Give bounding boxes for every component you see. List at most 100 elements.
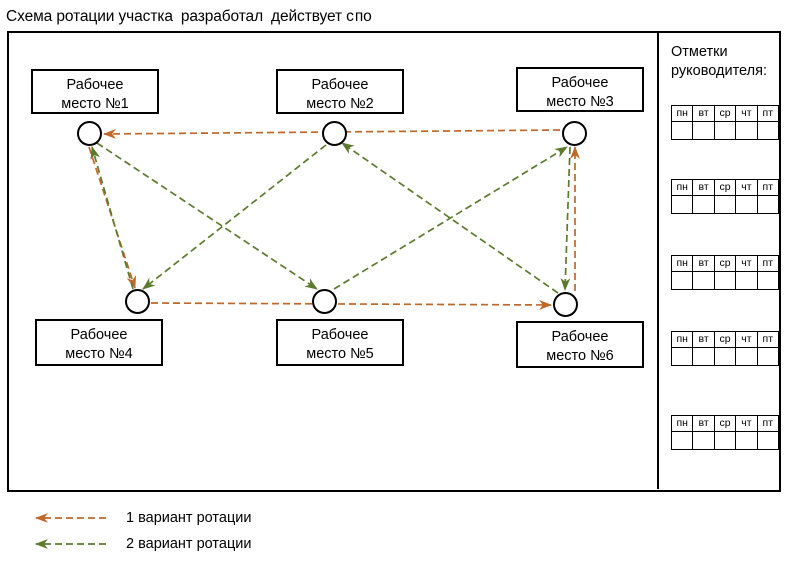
weekday-mon: пн [670,179,694,196]
entry-cell-wed[interactable] [713,121,737,140]
edge-wp4-wp6 [150,300,553,310]
variant1-edges [88,128,580,310]
edge-wp4-wp1 [90,146,134,290]
developed-by-label: разработал [180,8,264,25]
legend: 1 вариант ротации 2 вариант ротации [30,508,430,560]
entry-cell-tue[interactable] [692,271,715,290]
weekday-mon: пн [670,331,694,348]
entry-cell-fri[interactable] [756,431,780,450]
entry-cell-tue[interactable] [692,121,715,140]
weekday-thu: чт [735,331,758,348]
entry-cell-fri[interactable] [756,195,780,214]
weekday-thu: чт [735,179,758,196]
entry-cell-mon[interactable] [670,195,694,214]
table-header-row: пн вт ср чт пт [670,415,780,432]
supervisor-week-table-4[interactable]: пн вт ср чт пт [670,331,780,366]
workplace-2-label-line1: Рабочее [311,77,369,93]
supervisor-week-table-2[interactable]: пн вт ср чт пт [670,179,780,214]
legend-label-variant-1: 1 вариант ротации [126,510,252,526]
workplace-1-label-line2: место №1 [61,96,129,112]
workplace-box-4[interactable]: Рабочее место №4 [35,319,163,366]
entry-cell-mon[interactable] [670,347,694,366]
weekday-thu: чт [735,255,758,272]
workplace-box-5[interactable]: Рабочее место №5 [276,319,404,366]
entry-cell-mon[interactable] [670,431,694,450]
weekday-mon: пн [670,105,694,122]
entry-cell-tue[interactable] [692,195,715,214]
weekday-tue: вт [692,415,715,432]
entry-cell-thu[interactable] [735,195,758,214]
entry-cell-thu[interactable] [735,347,758,366]
entry-cell-fri[interactable] [756,347,780,366]
table-entry-row[interactable] [670,347,780,366]
entry-cell-fri[interactable] [756,271,780,290]
workplace-6-label-line1: Рабочее [551,329,609,345]
table-entry-row[interactable] [670,121,780,140]
node-circle-6[interactable] [553,292,578,317]
node-circle-1[interactable] [77,121,102,146]
entry-cell-mon[interactable] [670,121,694,140]
node-circle-5[interactable] [312,289,337,314]
weekday-fri: пт [756,105,780,122]
table-header-row: пн вт ср чт пт [670,105,780,122]
workplace-1-label-line1: Рабочее [66,77,124,93]
edge-wp2-wp4 [142,144,327,290]
entry-cell-wed[interactable] [713,271,737,290]
entry-cell-wed[interactable] [713,347,737,366]
workplace-4-label-line2: место №4 [65,346,133,362]
entry-cell-tue[interactable] [692,347,715,366]
node-circle-4[interactable] [125,289,150,314]
entry-cell-thu[interactable] [735,431,758,450]
node-circle-3[interactable] [562,121,587,146]
weekday-tue: вт [692,179,715,196]
node-circle-2[interactable] [322,121,347,146]
table-entry-row[interactable] [670,271,780,290]
weekday-fri: пт [756,331,780,348]
variant2-edges [90,142,571,294]
valid-from-label: действует с [271,8,354,25]
weekday-tue: вт [692,255,715,272]
workplace-box-1[interactable]: Рабочее место №1 [31,69,159,114]
edge-wp6-wp2 [341,142,559,294]
entry-cell-wed[interactable] [713,195,737,214]
workplace-box-3[interactable]: Рабочее место №3 [516,67,644,112]
legend-row-variant-2: 2 вариант ротации [30,534,430,560]
workplace-5-label-line2: место №5 [306,346,374,362]
notes-title-line1: Отметки [671,44,728,60]
weekday-fri: пт [756,179,780,196]
weekday-wed: ср [713,331,737,348]
table-header-row: пн вт ср чт пт [670,255,780,272]
edge-wp5-wp3 [333,146,568,290]
workplace-4-label-line1: Рабочее [70,327,128,343]
weekday-fri: пт [756,255,780,272]
weekday-mon: пн [670,255,694,272]
entry-cell-thu[interactable] [735,121,758,140]
entry-cell-wed[interactable] [713,431,737,450]
legend-arrow-variant-2-icon [34,539,106,549]
legend-label-variant-2: 2 вариант ротации [126,536,252,552]
workplace-box-2[interactable]: Рабочее место №2 [276,69,404,114]
entry-cell-thu[interactable] [735,271,758,290]
workplace-box-6[interactable]: Рабочее место №6 [516,321,644,368]
table-entry-row[interactable] [670,195,780,214]
entry-cell-fri[interactable] [756,121,780,140]
table-entry-row[interactable] [670,431,780,450]
supervisor-week-table-3[interactable]: пн вт ср чт пт [670,255,780,290]
edge-wp1-wp4 [88,146,136,289]
workplace-6-label-line2: место №6 [546,348,614,364]
notes-title-line2: руководителя: [671,63,767,79]
weekday-wed: ср [713,255,737,272]
weekday-thu: чт [735,105,758,122]
valid-to-label: по [354,8,372,25]
panel-divider [657,33,659,489]
entry-cell-mon[interactable] [670,271,694,290]
table-header-row: пн вт ср чт пт [670,331,780,348]
weekday-tue: вт [692,331,715,348]
edge-wp3-wp6 [560,146,571,292]
workplace-5-label-line1: Рабочее [311,327,369,343]
supervisor-week-table-1[interactable]: пн вт ср чт пт [670,105,780,140]
supervisor-week-table-5[interactable]: пн вт ср чт пт [670,415,780,450]
entry-cell-tue[interactable] [692,431,715,450]
